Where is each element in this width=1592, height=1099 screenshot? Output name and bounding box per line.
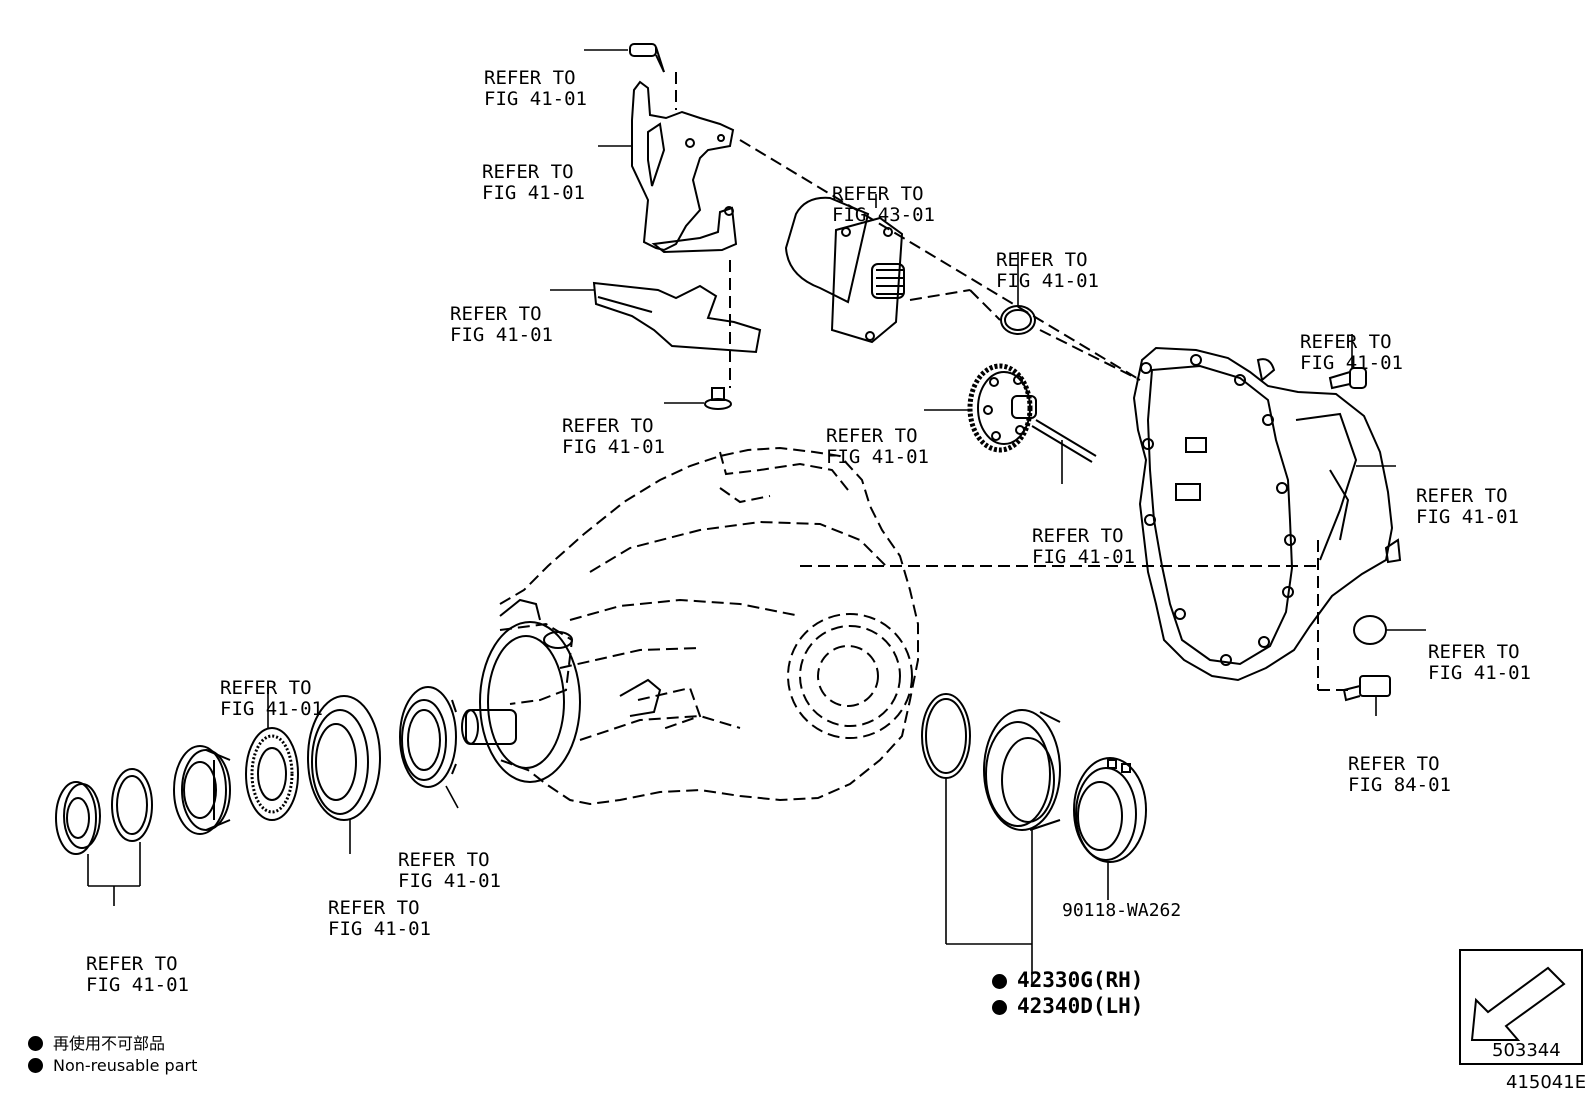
legend-japanese: 再使用不可部品 xyxy=(28,1030,165,1054)
legend-dot-icon xyxy=(28,1036,43,1051)
actuator-motor xyxy=(784,194,905,344)
seal-ring-3 xyxy=(399,686,459,809)
non-reusable-dot-icon xyxy=(992,974,1007,989)
small-screw xyxy=(664,387,732,410)
illustration-code: 415041E xyxy=(1506,1072,1587,1093)
oil-seal xyxy=(983,709,1061,831)
case-cover xyxy=(1132,346,1402,682)
bearing-race xyxy=(173,745,231,835)
top-bolt xyxy=(584,43,665,73)
seal-ring-2 xyxy=(307,695,381,854)
part-number-seal-lh: 42340D(LH) xyxy=(992,994,1143,1018)
plug xyxy=(1353,615,1426,645)
gear xyxy=(924,363,1097,484)
non-reusable-dot-icon xyxy=(992,1000,1007,1015)
housing-solid-details xyxy=(461,598,662,783)
cover-plate xyxy=(550,281,762,354)
lock-nut xyxy=(1073,757,1147,863)
o-ring-upper xyxy=(1000,252,1036,335)
o-ring-lower xyxy=(921,693,971,779)
end-nut xyxy=(55,781,101,855)
legend-dot-icon xyxy=(28,1058,43,1073)
direction-box-code: 503344 xyxy=(1492,1040,1561,1061)
seal-bracket-lines xyxy=(945,778,1109,986)
part-number-seal-rh: 42330G(RH) xyxy=(992,968,1143,992)
legend-english: Non-reusable part xyxy=(28,1056,197,1075)
part-number-lock-nut: 90118-WA262 xyxy=(1062,900,1182,921)
spacer-ring xyxy=(111,768,153,842)
bearing-1 xyxy=(245,688,299,821)
bracket xyxy=(598,80,738,254)
sensor xyxy=(1342,675,1391,716)
differential-housing xyxy=(499,72,1350,806)
direction-box xyxy=(1459,949,1583,1065)
right-bolt xyxy=(1328,334,1367,390)
left-bracket-lines xyxy=(87,842,141,906)
